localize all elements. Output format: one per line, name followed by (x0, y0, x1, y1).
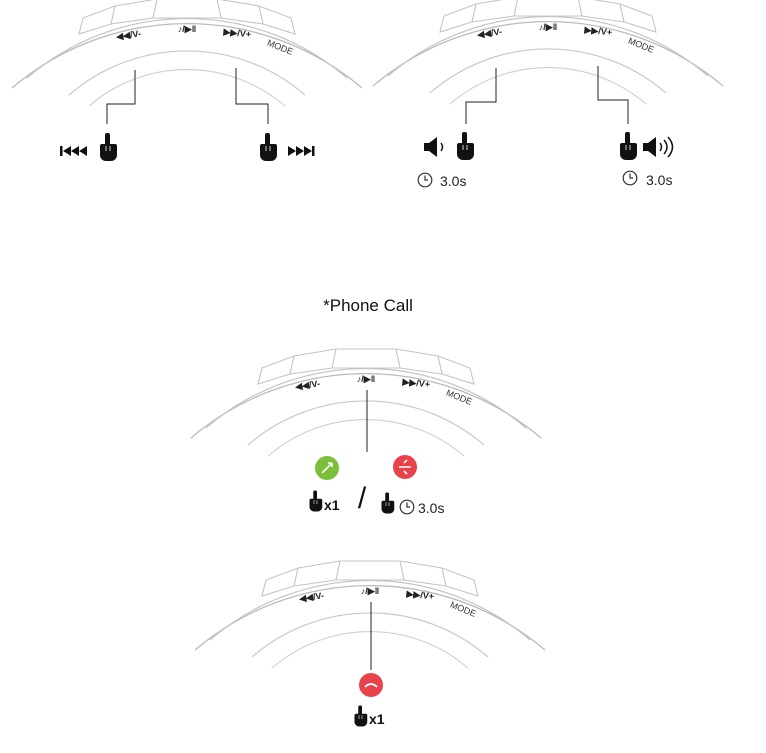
reject-call-icon (393, 455, 417, 479)
play-button-label[interactable]: ♪/▶‖ (178, 24, 196, 34)
next-button-label[interactable]: ▶▶/V+ (222, 26, 251, 39)
play-button-label[interactable]: ♪/▶‖ (539, 22, 557, 32)
press-hand-icon (619, 132, 638, 160)
clock-icon (417, 172, 433, 188)
volume-callouts: 3.0s 3.0s (417, 66, 674, 189)
clock-icon (622, 170, 638, 186)
phone-call-heading: *Phone Call (323, 296, 413, 315)
clock-icon (399, 499, 415, 515)
headband-arc (11, 0, 363, 107)
press-hand-icon (381, 492, 395, 514)
headband-arc (194, 560, 546, 669)
press-hand-icon (456, 132, 475, 160)
answer-press-count: x1 (324, 497, 340, 513)
next-button-label[interactable]: ▶▶/V+ (405, 588, 434, 601)
prev-button-label[interactable]: ◀◀/V- (115, 28, 142, 42)
press-hand-icon (354, 705, 368, 727)
hangup-press-count: x1 (369, 711, 385, 727)
reject-hold-time: 3.0s (418, 500, 444, 516)
volume-down-icon (424, 137, 444, 157)
prev-button-label[interactable]: ◀◀/V- (476, 26, 503, 40)
volume-panel: ◀◀/V- ♪/▶‖ ▶▶/V+ MODE (372, 0, 724, 105)
volume-up-hold-time: 3.0s (646, 172, 672, 188)
previous-track-icon (60, 146, 87, 156)
prev-button-label[interactable]: ◀◀/V- (294, 378, 321, 392)
track-skip-panel: ◀◀/V- ♪/▶‖ ▶▶/V+ MODE (11, 0, 363, 107)
next-track-icon (288, 146, 315, 156)
hangup-panel: ◀◀/V- ♪/▶‖ ▶▶/V+ MODE (194, 560, 546, 669)
headband-arc (372, 0, 724, 105)
prev-button-label[interactable]: ◀◀/V- (298, 590, 325, 604)
press-hand-icon (259, 133, 278, 161)
press-hand-icon (99, 133, 118, 161)
press-hand-icon (309, 490, 323, 512)
headband-arc (190, 348, 542, 457)
hang-up-icon (359, 673, 383, 697)
answer-call-icon (315, 456, 339, 480)
next-button-label[interactable]: ▶▶/V+ (583, 24, 612, 37)
next-button-label[interactable]: ▶▶/V+ (401, 376, 430, 389)
play-button-label[interactable]: ♪/▶‖ (357, 374, 375, 384)
track-skip-callouts (60, 68, 315, 161)
answer-reject-callouts: x1 / 3.0s (309, 390, 444, 516)
play-button-label[interactable]: ♪/▶‖ (361, 586, 379, 596)
or-separator: / (358, 482, 367, 515)
hangup-callouts: x1 (354, 602, 385, 727)
answer-reject-panel: ◀◀/V- ♪/▶‖ ▶▶/V+ MODE (190, 348, 542, 457)
volume-up-icon (643, 136, 674, 158)
volume-down-hold-time: 3.0s (440, 173, 466, 189)
